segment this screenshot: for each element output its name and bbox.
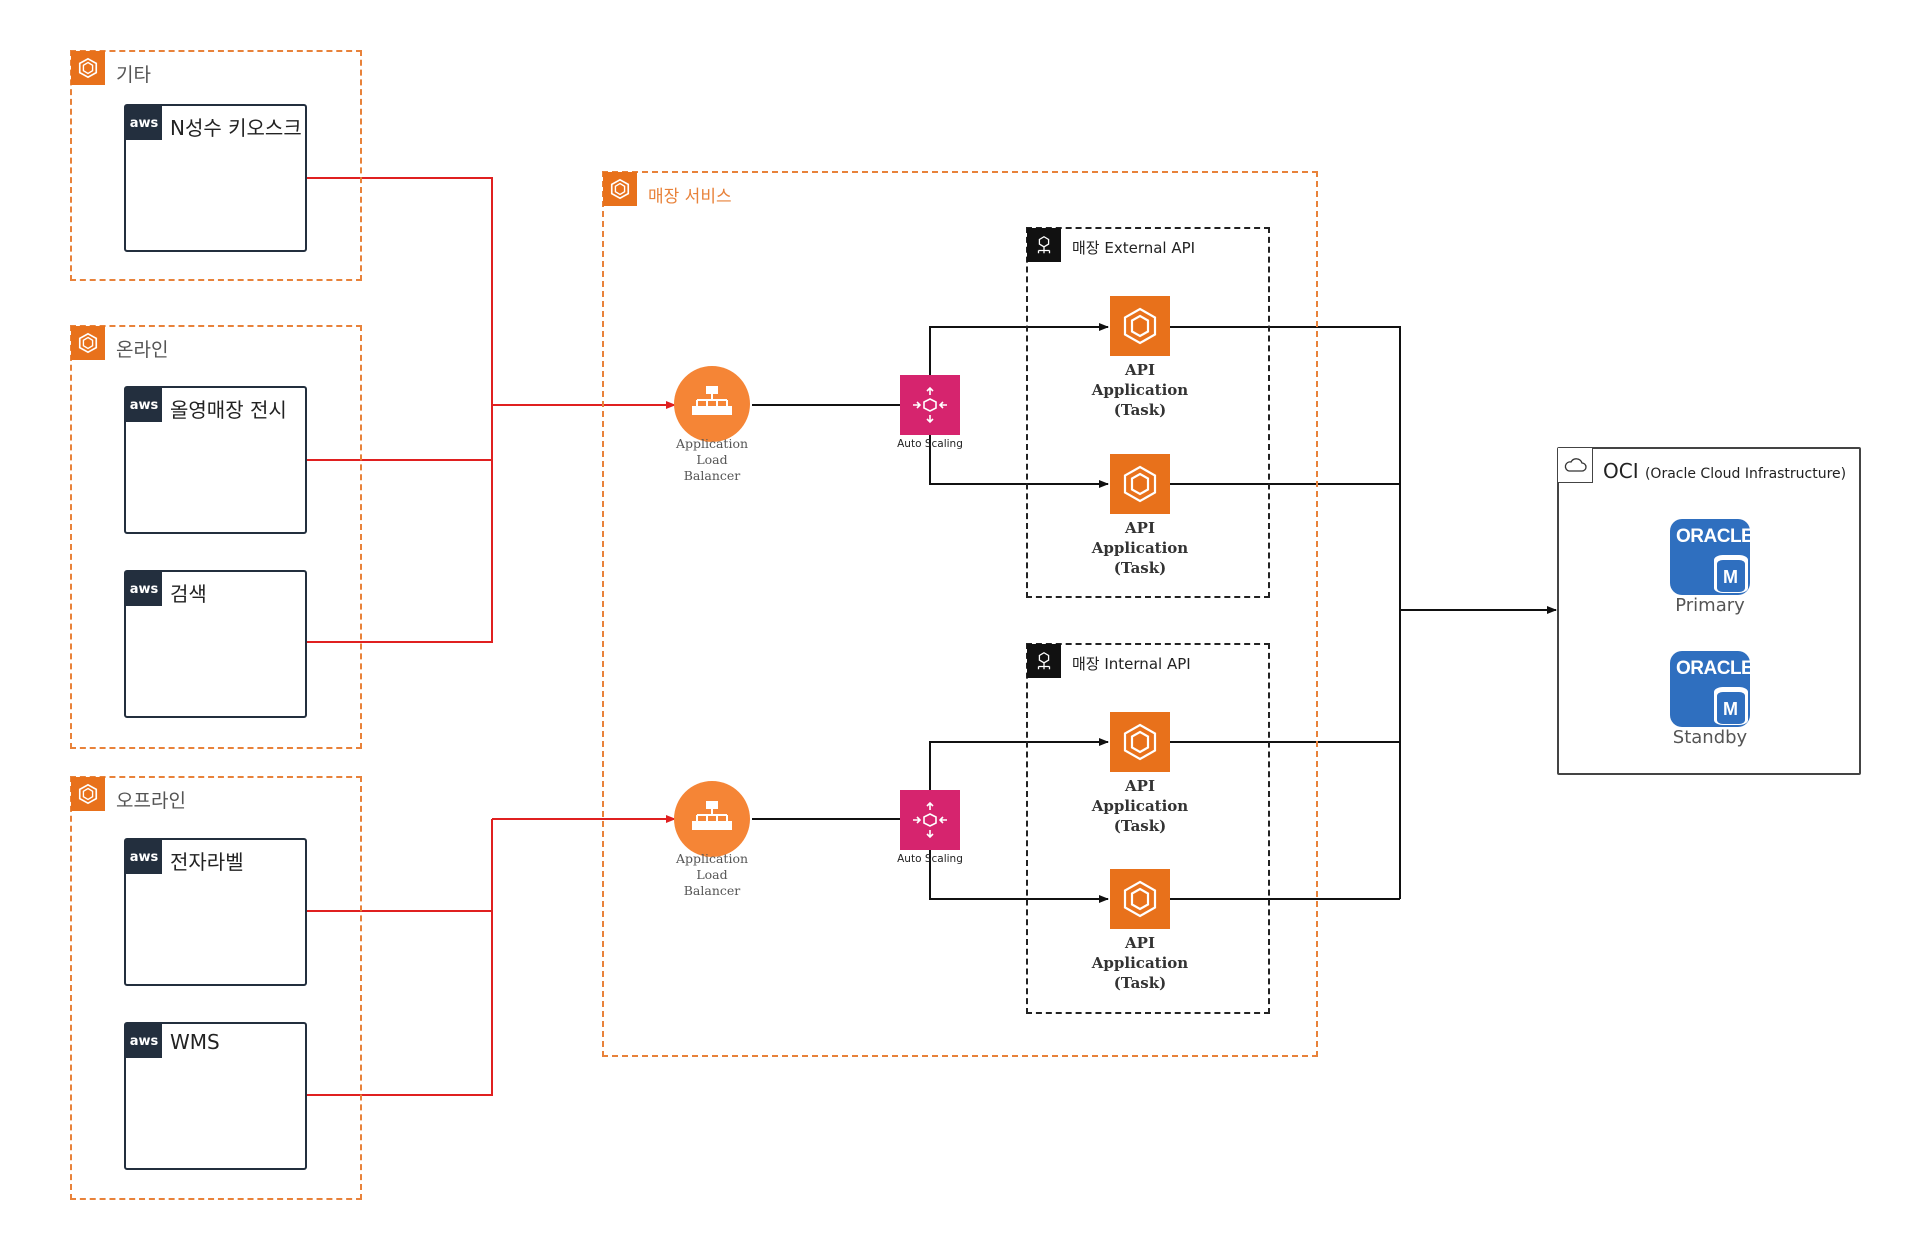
- container-hexagon-icon: [71, 326, 105, 360]
- aws-logo-icon: aws: [126, 572, 162, 606]
- database-badge: M: [1723, 699, 1738, 719]
- group-label-store-service: 매장 서비스: [648, 187, 732, 207]
- oci-title-main: OCI: [1603, 459, 1639, 483]
- task-label-line: API: [1125, 934, 1155, 952]
- alb-label-line: Application: [675, 436, 749, 451]
- oracle-database-icon[interactable]: ORACLE M: [1670, 519, 1754, 595]
- task-label-line: API: [1125, 519, 1155, 537]
- task-label-line: API: [1125, 361, 1155, 379]
- client-connectors-bottom: [306, 815, 676, 1096]
- ecs-task-icon[interactable]: [1110, 712, 1170, 772]
- client-display[interactable]: aws 올영매장 전시: [124, 386, 307, 534]
- database-cylinder-inner: [1717, 692, 1745, 724]
- load-balancer-icon[interactable]: [674, 781, 750, 857]
- auto-scaling-label-top: Auto Scaling: [897, 438, 963, 450]
- group-store-service: 매장 서비스: [602, 171, 1318, 1057]
- task-label-line: Application: [1091, 954, 1189, 972]
- aws-logo-icon: aws: [126, 388, 162, 422]
- client-label-wms: WMS: [170, 1030, 220, 1054]
- group-external-api: 매장 External API: [1026, 227, 1270, 598]
- group-label-online: 온라인: [116, 339, 169, 361]
- task-label-line: Application: [1091, 797, 1189, 815]
- group-label-etc: 기타: [116, 64, 151, 86]
- task-label-line: (Task): [1113, 974, 1167, 992]
- aws-logo-icon: aws: [126, 1024, 162, 1058]
- oci-title: OCI (Oracle Cloud Infrastructure): [1603, 459, 1846, 483]
- oracle-database-icon[interactable]: ORACLE M: [1670, 651, 1754, 727]
- container-hexagon-icon: [71, 777, 105, 811]
- group-etc: 기타: [70, 50, 362, 281]
- aws-logo-icon: aws: [126, 106, 162, 140]
- api-group-label-internal: 매장 Internal API: [1072, 655, 1191, 673]
- client-label-kiosk: N성수 키오스크: [170, 116, 302, 140]
- oracle-logo-text: ORACLE: [1676, 526, 1754, 547]
- load-balancer-icon[interactable]: [674, 366, 750, 442]
- aws-logo-icon: aws: [126, 840, 162, 874]
- database-badge: M: [1723, 567, 1738, 587]
- db-label-standby: Standby: [1672, 727, 1748, 748]
- alb-label-line: Load: [696, 867, 728, 882]
- client-label-search: 검색: [170, 582, 207, 606]
- api-gateway-icon: [1027, 644, 1061, 678]
- group-offline: 오프라인: [70, 776, 362, 1200]
- group-internal-api: 매장 Internal API: [1026, 643, 1270, 1014]
- alb-label-line: Load: [696, 452, 728, 467]
- group-label-offline: 오프라인: [116, 790, 186, 812]
- api-group-label-external: 매장 External API: [1072, 239, 1196, 257]
- client-search[interactable]: aws 검색: [124, 570, 307, 718]
- client-kiosk[interactable]: aws N성수 키오스크: [124, 104, 307, 252]
- task-label-line: Application: [1091, 381, 1189, 399]
- container-hexagon-icon: [71, 51, 105, 85]
- auto-scaling-icon[interactable]: [900, 790, 960, 850]
- alb-label-bottom: Application Load Balancer: [652, 851, 772, 899]
- oci-title-sub: (Oracle Cloud Infrastructure): [1644, 466, 1847, 482]
- container-hexagon-icon: [603, 172, 637, 206]
- database-cylinder-inner: [1717, 560, 1745, 592]
- task-label-line: Application: [1091, 539, 1189, 557]
- task-label-line: (Task): [1113, 817, 1167, 835]
- client-label-system[interactable]: aws 전자라벨: [124, 838, 307, 986]
- task-label: API Application (Task): [1070, 776, 1210, 836]
- group-online: 온라인: [70, 325, 362, 749]
- client-wms[interactable]: aws WMS: [124, 1022, 307, 1170]
- alb-label-top: Application Load Balancer: [652, 436, 772, 484]
- task-label-line: (Task): [1113, 401, 1167, 419]
- database-cylinder: M: [1714, 555, 1748, 593]
- task-label: API Application (Task): [1070, 518, 1210, 578]
- ecs-task-icon[interactable]: [1110, 296, 1170, 356]
- alb-label-line: Balancer: [683, 883, 741, 898]
- db-label-primary: Primary: [1675, 595, 1745, 616]
- client-label-display: 올영매장 전시: [170, 398, 287, 422]
- oci-container: OCI (Oracle Cloud Infrastructure) ORACLE…: [1557, 447, 1861, 775]
- task-label: API Application (Task): [1070, 933, 1210, 993]
- alb-label-line: Application: [675, 851, 749, 866]
- service-connectors: [752, 323, 1557, 903]
- cloud-icon: [1558, 448, 1593, 483]
- ecs-task-icon[interactable]: [1110, 869, 1170, 929]
- auto-scaling-label-bottom: Auto Scaling: [897, 853, 963, 865]
- client-connectors-top: [306, 177, 676, 643]
- task-label-line: (Task): [1113, 559, 1167, 577]
- task-label-line: API: [1125, 777, 1155, 795]
- oracle-logo-text: ORACLE: [1676, 658, 1754, 679]
- alb-label-line: Balancer: [683, 468, 741, 483]
- api-gateway-icon: [1027, 228, 1061, 262]
- database-cylinder: M: [1714, 687, 1748, 725]
- task-label: API Application (Task): [1070, 360, 1210, 420]
- client-label-esl: 전자라벨: [170, 850, 244, 874]
- ecs-task-icon[interactable]: [1110, 454, 1170, 514]
- auto-scaling-icon[interactable]: [900, 375, 960, 435]
